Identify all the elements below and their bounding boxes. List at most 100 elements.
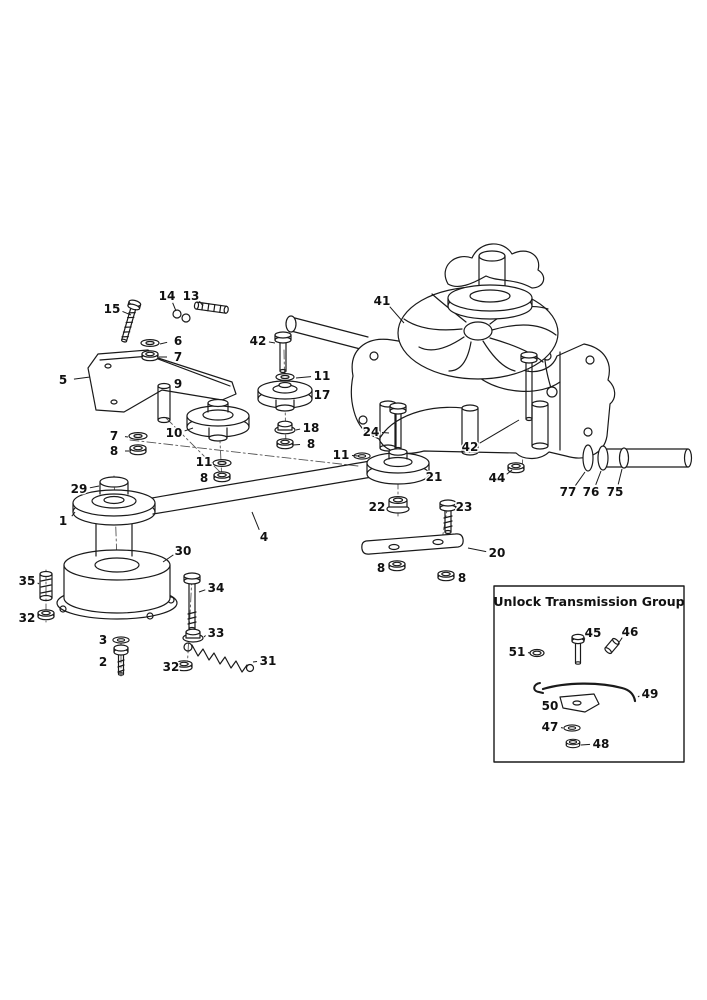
callout-8: 8 bbox=[307, 437, 315, 451]
callout-20: 20 bbox=[489, 546, 506, 560]
callout-11: 11 bbox=[196, 455, 213, 469]
leader-line-4 bbox=[251, 511, 260, 530]
washer-3 bbox=[112, 636, 130, 644]
callout-46: 46 bbox=[622, 625, 639, 639]
pulley-1 bbox=[72, 489, 156, 526]
leader-line-1 bbox=[71, 511, 76, 517]
callout-8: 8 bbox=[110, 444, 118, 458]
bracket-50 bbox=[559, 693, 600, 713]
washer-76 bbox=[597, 445, 609, 471]
washer-11-a bbox=[212, 459, 232, 467]
fan-handle bbox=[444, 243, 545, 289]
pulley-21-stack bbox=[366, 448, 430, 485]
callout-15: 15 bbox=[104, 302, 121, 316]
hub-29 bbox=[99, 476, 129, 495]
flange-nut-33 bbox=[182, 628, 204, 643]
bolt-23 bbox=[439, 499, 457, 535]
callout-41: 41 bbox=[374, 294, 391, 308]
o-ring-51 bbox=[529, 648, 545, 658]
bolt-2 bbox=[113, 644, 129, 676]
callout-50: 50 bbox=[542, 699, 559, 713]
leader-line-30 bbox=[162, 554, 174, 563]
pulley-10-stack bbox=[186, 398, 250, 442]
callout-17: 17 bbox=[314, 388, 331, 402]
callout-42: 42 bbox=[462, 440, 479, 454]
nut-7 bbox=[141, 350, 159, 362]
callout-35: 35 bbox=[19, 574, 36, 588]
leader-line-48 bbox=[580, 743, 591, 746]
leader-line-42 bbox=[479, 419, 520, 444]
leader-line-45 bbox=[583, 638, 586, 642]
callout-10: 10 bbox=[166, 426, 183, 440]
callout-8: 8 bbox=[458, 571, 466, 585]
leader-line-24 bbox=[381, 431, 390, 434]
callout-47: 47 bbox=[542, 720, 559, 734]
leader-line-11 bbox=[351, 454, 359, 457]
nut-48 bbox=[565, 738, 581, 749]
inset-title: Unlock Transmission Group bbox=[493, 594, 684, 609]
callout-30: 30 bbox=[175, 544, 192, 558]
washer-75 bbox=[618, 447, 630, 469]
callout-44: 44 bbox=[489, 471, 506, 485]
screw-15 bbox=[121, 299, 142, 343]
nut-8-d bbox=[388, 560, 406, 572]
leader-line-11 bbox=[295, 376, 312, 379]
callout-3: 3 bbox=[99, 633, 107, 647]
rod-49 bbox=[533, 682, 637, 703]
stud-35 bbox=[39, 570, 53, 602]
nut-8-c bbox=[276, 438, 294, 450]
drive-belt-4 bbox=[151, 460, 373, 515]
callout-18: 18 bbox=[303, 421, 320, 435]
leader-line-49 bbox=[637, 695, 640, 698]
leader-line-34 bbox=[198, 589, 206, 593]
leader-line-35 bbox=[37, 582, 40, 585]
nut-8-a bbox=[213, 471, 231, 483]
leader-line-76 bbox=[595, 470, 602, 485]
washer-47 bbox=[563, 724, 581, 732]
callout-7: 7 bbox=[174, 350, 182, 364]
bolt-34 bbox=[183, 572, 201, 632]
leader-line-18 bbox=[295, 428, 301, 431]
spring-31 bbox=[183, 642, 255, 673]
callout-4: 4 bbox=[260, 530, 268, 544]
callout-76: 76 bbox=[583, 485, 600, 499]
callout-48: 48 bbox=[593, 737, 610, 751]
bolt-42-right bbox=[520, 351, 538, 422]
bolt-42-left bbox=[274, 331, 292, 374]
clutch-assembly-30 bbox=[56, 515, 178, 620]
callout-45: 45 bbox=[585, 626, 602, 640]
leader-line-8 bbox=[292, 443, 301, 446]
leader-line-14 bbox=[172, 302, 177, 312]
transmission-pulley bbox=[447, 284, 533, 320]
leader-line-41 bbox=[389, 306, 405, 324]
leader-line-13 bbox=[199, 300, 204, 307]
pin-46 bbox=[604, 637, 620, 655]
leader-line-75 bbox=[617, 468, 623, 485]
pulley-17 bbox=[257, 380, 313, 412]
flange-nut-18 bbox=[274, 420, 296, 435]
callout-1: 1 bbox=[59, 514, 67, 528]
nut-8-e bbox=[437, 570, 455, 582]
leader-line-46 bbox=[617, 637, 623, 645]
callout-23: 23 bbox=[456, 500, 473, 514]
transmission-housing bbox=[350, 323, 693, 472]
callout-51: 51 bbox=[509, 645, 526, 659]
leader-line-77 bbox=[574, 471, 586, 487]
callout-32: 32 bbox=[163, 660, 180, 674]
leader-line-29 bbox=[89, 485, 100, 489]
leader-line-10 bbox=[184, 427, 194, 432]
fan-hub-cap bbox=[478, 250, 506, 291]
callout-8: 8 bbox=[377, 561, 385, 575]
callout-8: 8 bbox=[200, 471, 208, 485]
callout-11: 11 bbox=[314, 369, 331, 383]
leader-line-6 bbox=[159, 341, 168, 345]
callout-24: 24 bbox=[363, 425, 380, 439]
callout-13: 13 bbox=[183, 289, 200, 303]
washer-6 bbox=[140, 339, 160, 347]
callout-7: 7 bbox=[110, 429, 118, 443]
callout-32: 32 bbox=[19, 611, 36, 625]
nut-22 bbox=[386, 496, 410, 514]
